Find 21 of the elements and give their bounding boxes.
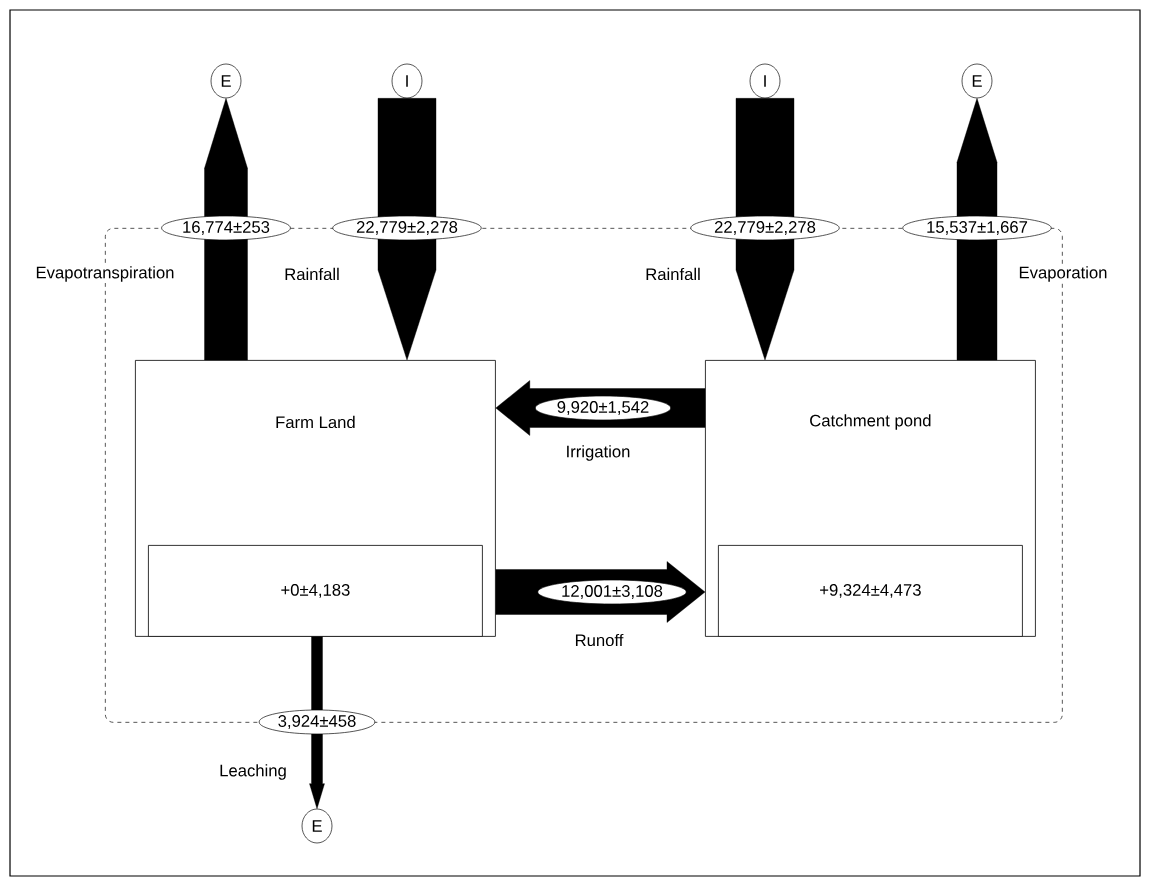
flow-arrow [377, 98, 437, 361]
flow-name: Rainfall [643, 266, 703, 282]
edge-label: 12,001±3,108 [537, 579, 687, 605]
flow-name: Evaporation [1017, 264, 1109, 284]
edge-label: 3,924±458 [258, 709, 376, 735]
flow-arrow [309, 636, 325, 809]
stock-box: +9,324±4,473 [718, 545, 1023, 637]
flow-arrow [735, 98, 795, 361]
flow-name: Rainfall [282, 266, 342, 282]
stock-box: +0±4,183 [148, 545, 483, 637]
flow-name: Runoff [573, 632, 625, 648]
edge-label: 16,774±253 [161, 215, 291, 241]
flow-name: Leaching [217, 762, 289, 782]
flow-name: Evapotranspiration [34, 264, 176, 284]
edge-label: 9,920±1,542 [534, 395, 672, 421]
flow-arrow [956, 98, 998, 361]
flow-arrow [204, 98, 248, 361]
flow-name: Irrigation [564, 443, 632, 463]
edge-label: 22,779±2,278 [690, 215, 840, 241]
edge-label: 15,537±1,667 [902, 215, 1052, 241]
edge-label: 22,779±2,278 [332, 215, 482, 241]
